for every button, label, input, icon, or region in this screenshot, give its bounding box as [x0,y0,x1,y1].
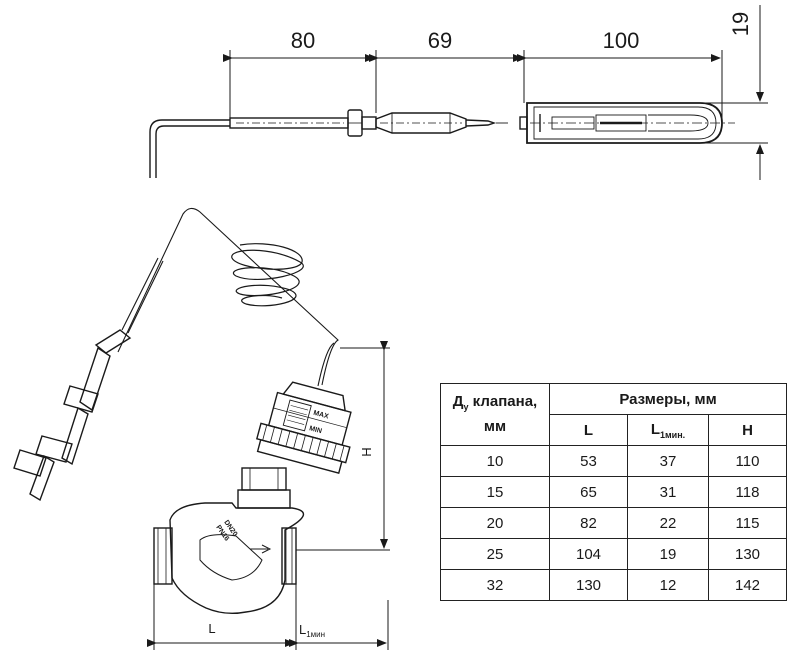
table-row: 15 65 31 118 [440,476,787,508]
cell-dn: 10 [440,445,550,477]
scale-min-label: MIN [308,425,322,435]
cell-l1: 37 [627,445,709,477]
header-dimensions-group: Размеры, мм [549,383,787,415]
table-row: 25 104 19 130 [440,538,787,570]
cell-l: 104 [549,538,628,570]
dimensions-table: Ду клапана, мм Размеры, мм L L1мин. H 10… [440,383,787,601]
dim-l1-label: L1мин [299,622,325,639]
cell-h: 110 [708,445,787,477]
probe-drawing [149,5,768,180]
scale-max-label: MAX [313,410,330,421]
header-col-l1: L1мин. [627,414,709,446]
cell-dn: 20 [440,507,550,539]
table-row: 32 130 12 142 [440,569,787,601]
dim-69-label: 69 [428,28,452,53]
dim-19-label: 19 [728,12,753,36]
cell-h: 118 [708,476,787,508]
cell-h: 115 [708,507,787,539]
cell-dn: 25 [440,538,550,570]
cell-l: 53 [549,445,628,477]
dim-h-label: H [359,447,374,456]
cell-l: 65 [549,476,628,508]
header-col-l: L [549,414,628,446]
cell-l1: 22 [627,507,709,539]
cell-h: 130 [708,538,787,570]
cell-l1: 19 [627,538,709,570]
cell-dn: 15 [440,476,550,508]
cell-l1: 31 [627,476,709,508]
dim-l-label: L [208,621,215,636]
header-col-h: H [708,414,787,446]
header-dn: Ду клапана, мм [440,383,550,446]
cell-dn: 32 [440,569,550,601]
table-row: 10 53 37 110 [440,445,787,477]
valve-drawing: MAX MIN [13,207,390,650]
table-row: 20 82 22 115 [440,507,787,539]
dim-80-label: 80 [291,28,315,53]
cell-l: 130 [549,569,628,601]
dim-100-label: 100 [603,28,640,53]
cell-l1: 12 [627,569,709,601]
cell-h: 142 [708,569,787,601]
cell-l: 82 [549,507,628,539]
